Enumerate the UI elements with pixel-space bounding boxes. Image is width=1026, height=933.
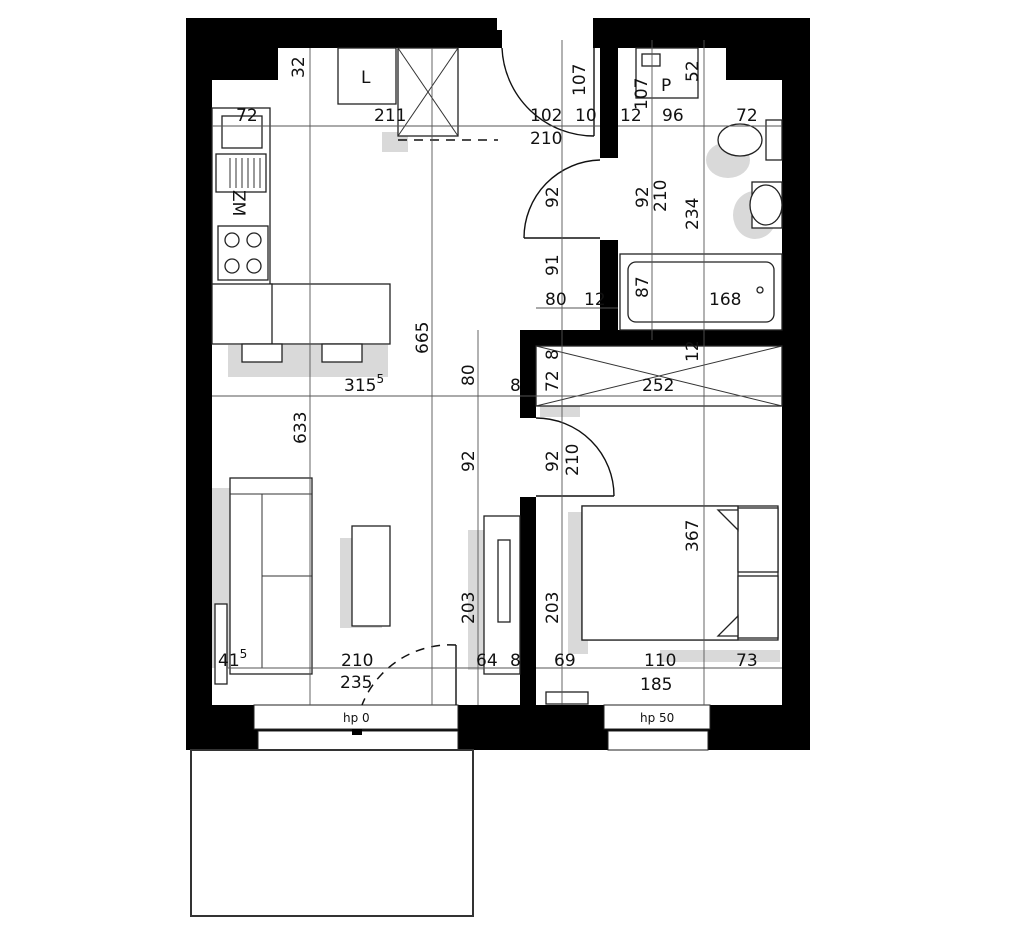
kitchen <box>211 47 459 363</box>
dim-367: 367 <box>683 520 703 552</box>
dim-91: 91 <box>543 254 563 276</box>
dim-203b: 203 <box>543 592 563 624</box>
dim-252: 252 <box>642 376 674 396</box>
dim-8b: 8 <box>543 349 563 360</box>
dim-69: 69 <box>554 651 576 671</box>
dim-92b: 92 <box>633 186 653 208</box>
dim-665: 665 <box>413 322 433 354</box>
label-hp50: hp 50 <box>640 711 674 725</box>
dim-80a: 80 <box>545 290 567 310</box>
label-dishwasher: ZM <box>228 190 248 216</box>
dim-210b: 210 <box>651 180 671 212</box>
dim-72b: 72 <box>736 106 758 126</box>
dim-92d: 92 <box>543 450 563 472</box>
label-fridge: L <box>361 68 371 88</box>
dim-12c: 12 <box>683 340 703 362</box>
dim-72a: 72 <box>236 106 258 126</box>
dim-41: 415 <box>218 647 247 671</box>
dim-87: 87 <box>633 276 653 298</box>
dim-633: 633 <box>291 412 311 444</box>
dim-12b: 12 <box>584 290 606 310</box>
dim-211: 211 <box>374 106 406 126</box>
dim-203a: 203 <box>459 592 479 624</box>
balcony <box>190 749 474 917</box>
dim-234: 234 <box>683 198 703 230</box>
dimension-lines <box>212 40 782 705</box>
bathroom <box>619 47 783 331</box>
dim-52: 52 <box>683 60 703 82</box>
dim-168: 168 <box>709 290 741 310</box>
dim-32: 32 <box>289 56 309 78</box>
dishwasher-lines <box>229 158 261 188</box>
dim-107b: 107 <box>632 78 652 110</box>
dim-73: 73 <box>736 651 758 671</box>
dim-72c: 72 <box>543 370 563 392</box>
dim-8c: 8 <box>510 651 521 671</box>
dim-110: 110 <box>644 651 676 671</box>
dim-10: 10 <box>575 106 597 126</box>
dim-102: 102 <box>530 106 562 126</box>
dim-210d: 210 <box>341 651 373 671</box>
dim-12a: 12 <box>620 106 642 126</box>
dim-8a: 8 <box>510 376 521 396</box>
dim-80b: 80 <box>459 364 479 386</box>
dim-210c: 210 <box>563 444 583 476</box>
room-labels: L P ZM hp 0 hp 50 <box>228 68 674 725</box>
dim-92c: 92 <box>459 450 479 472</box>
dim-185: 185 <box>640 675 672 695</box>
dim-235: 235 <box>340 673 372 693</box>
dim-92a: 92 <box>543 186 563 208</box>
label-washer: P <box>661 76 671 96</box>
bedroom <box>545 505 779 705</box>
dim-96: 96 <box>662 106 684 126</box>
living-room <box>214 477 521 706</box>
dim-210a: 210 <box>530 129 562 149</box>
dimension-labels: 32 107 107 52 92 92 210 234 91 87 665 80… <box>218 56 758 695</box>
dim-107a: 107 <box>570 64 590 96</box>
label-hp0: hp 0 <box>343 711 370 725</box>
dim-64: 64 <box>476 651 498 671</box>
dim-315: 3155 <box>344 372 384 396</box>
